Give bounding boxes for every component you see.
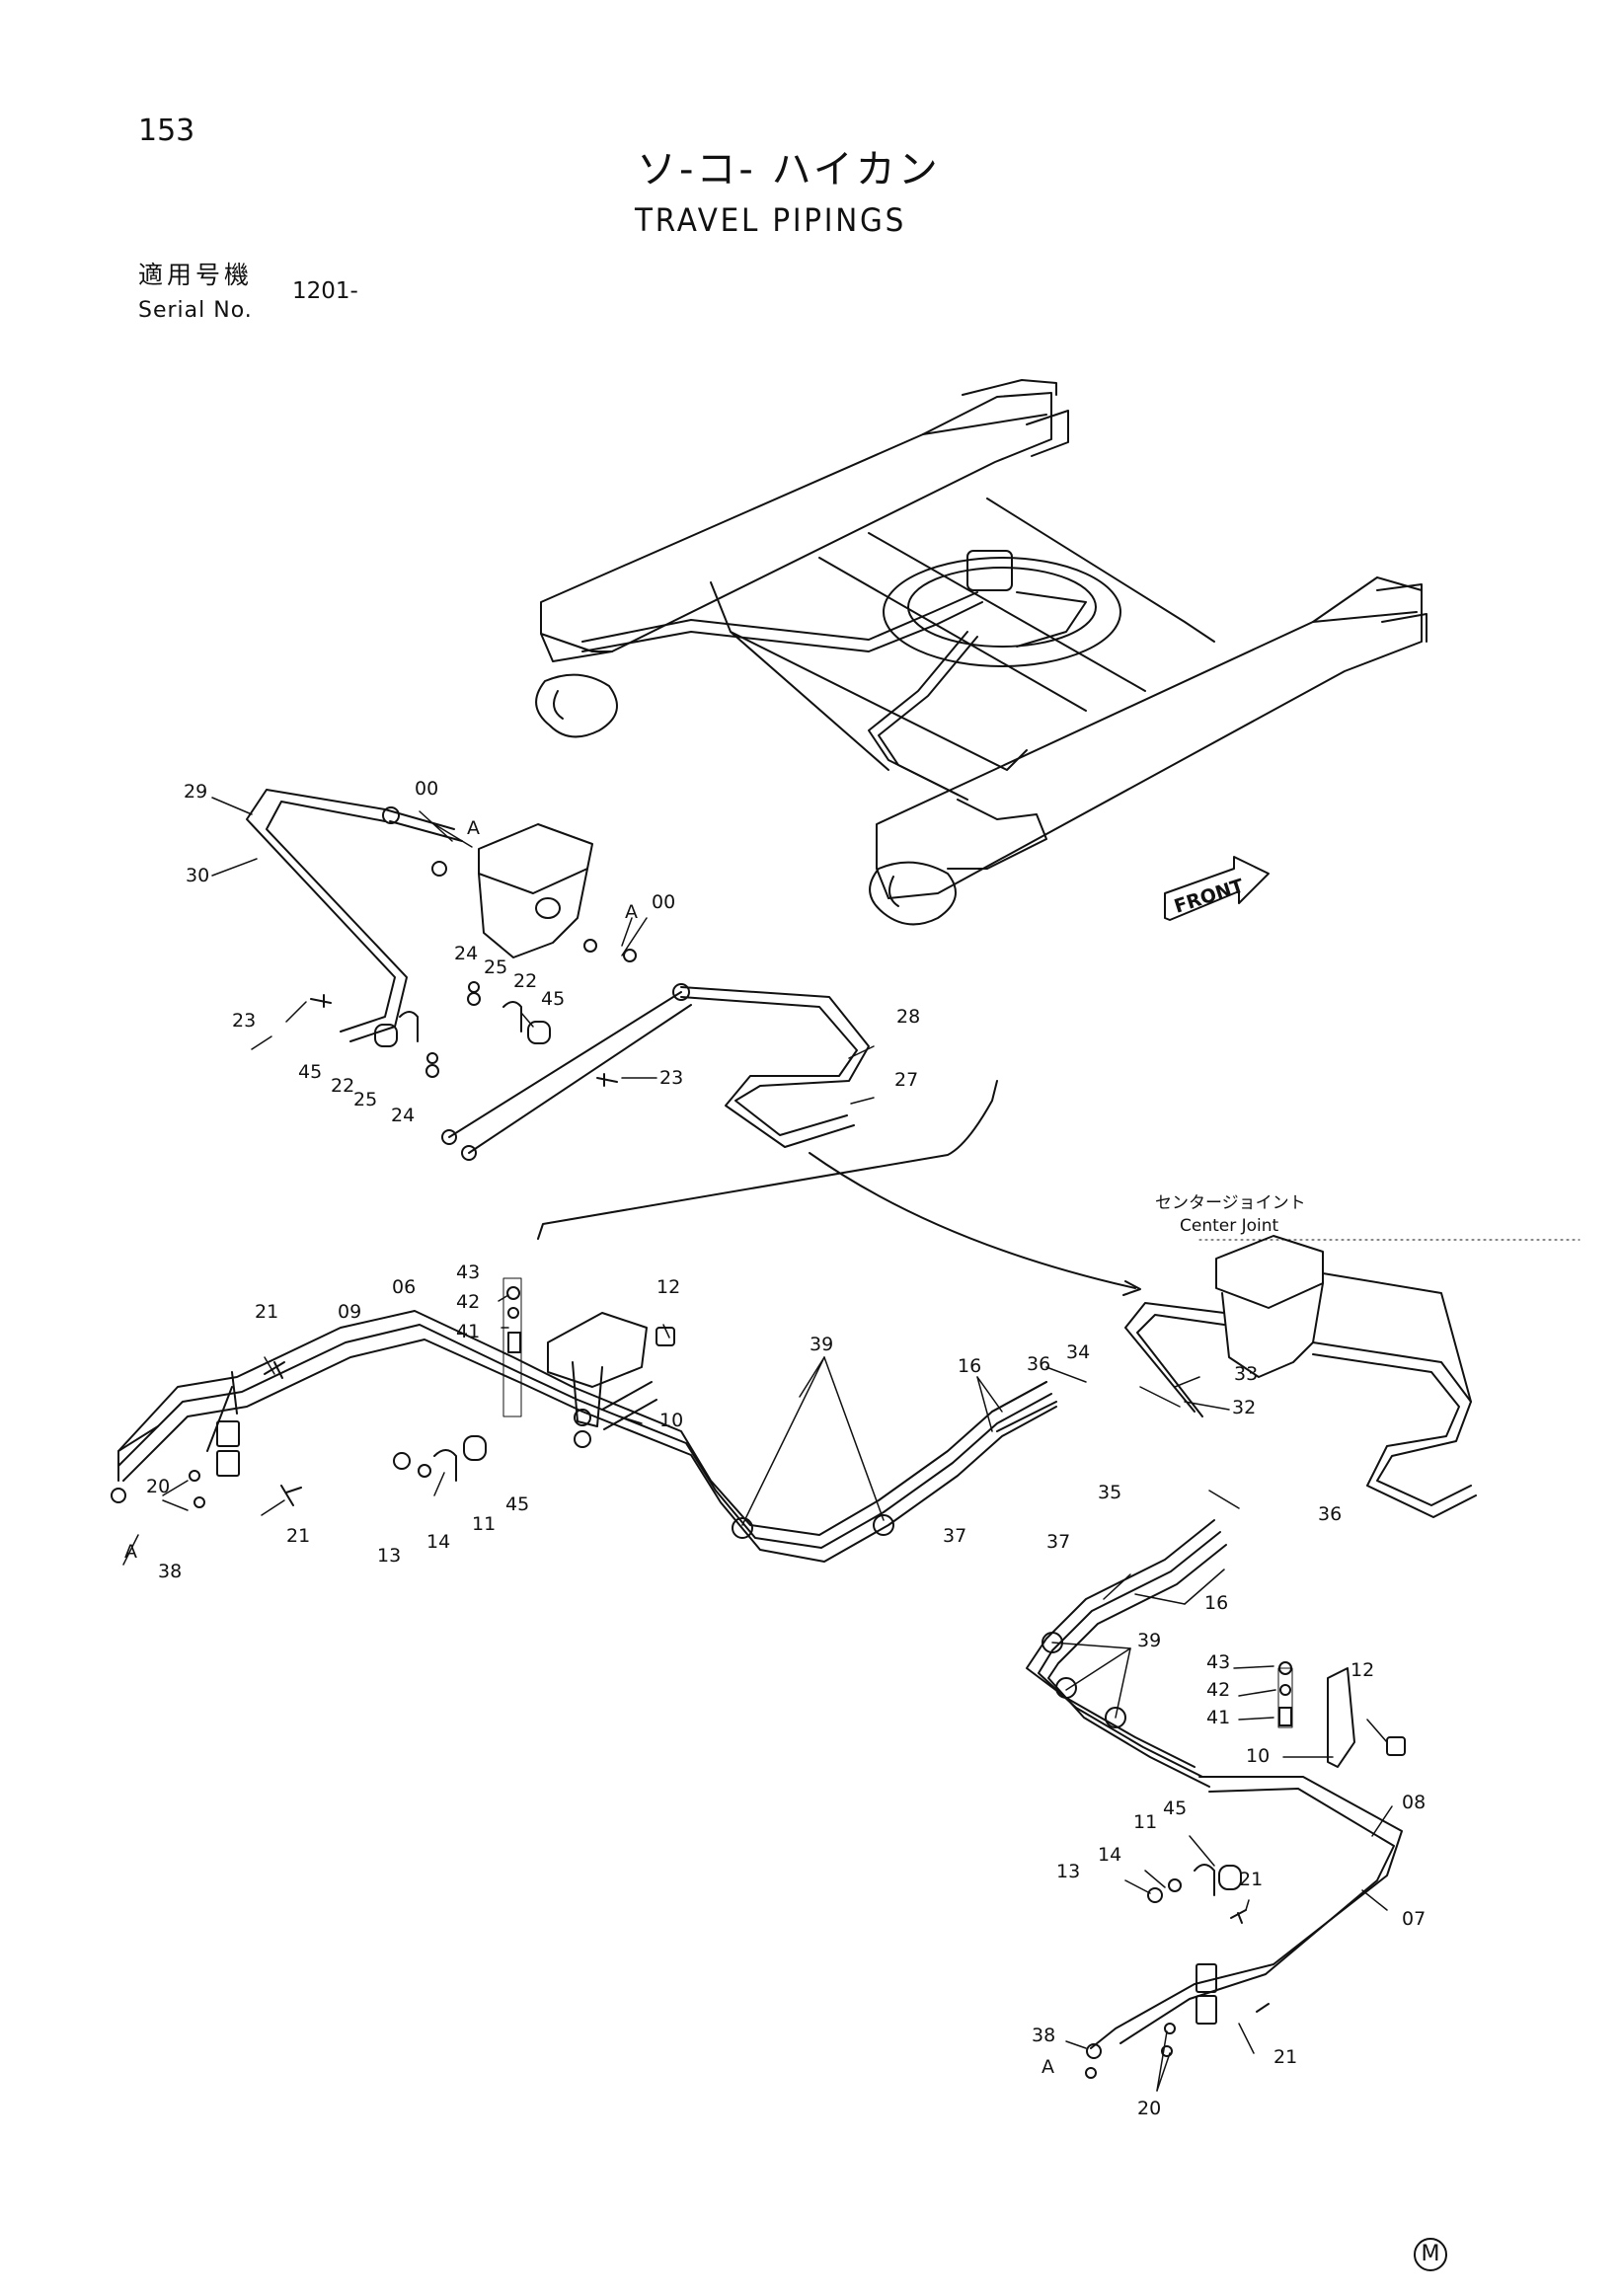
center-joint-label-english: Center Joint — [1180, 1216, 1279, 1236]
callout-label: 38 — [1032, 2025, 1055, 2046]
callout-labels: 29 30 00 A 00 A 24 25 22 45 23 45 22 25 … — [124, 778, 1426, 2119]
callout-label: 45 — [298, 1061, 322, 1083]
callout-label: 13 — [377, 1545, 401, 1567]
callout-label: 36 — [1318, 1503, 1342, 1525]
callout-label: 06 — [392, 1276, 416, 1298]
callout-label: 20 — [146, 1476, 170, 1497]
callout-label: 09 — [338, 1301, 361, 1323]
callout-label: 11 — [472, 1513, 496, 1535]
callout-label: 43 — [456, 1262, 480, 1283]
callout-label: 21 — [1273, 2046, 1297, 2068]
callout-label: 14 — [1098, 1844, 1121, 1866]
callout-label: 42 — [456, 1291, 480, 1313]
callout-label: 07 — [1402, 1908, 1426, 1930]
callout-label: A — [124, 1541, 137, 1563]
callout-label: 16 — [958, 1355, 981, 1377]
callout-label: 27 — [894, 1069, 918, 1091]
callout-label: 23 — [232, 1010, 256, 1032]
title-english: TRAVEL PIPINGS — [635, 201, 907, 239]
hose-bundle-right — [1026, 1519, 1403, 2079]
front-arrow-label: FRONT — [1172, 875, 1247, 917]
callout-label: 30 — [186, 865, 209, 886]
callout-label: 13 — [1056, 1861, 1080, 1882]
front-arrow-icon — [1164, 856, 1270, 921]
center-joint-assembly-upper — [478, 823, 593, 958]
callout-label: 43 — [1206, 1651, 1230, 1673]
callout-label: 22 — [513, 970, 537, 992]
hose-bundle-left — [111, 1310, 1057, 1563]
callout-label: 42 — [1206, 1679, 1230, 1701]
maker-mark-icon: M — [1414, 2238, 1447, 2271]
callout-label: 32 — [1232, 1397, 1256, 1418]
center-joint-label-japanese: センタージョイント — [1155, 1193, 1306, 1213]
callout-label: 25 — [484, 957, 507, 978]
callout-label: 21 — [1239, 1869, 1263, 1890]
callout-label: 37 — [943, 1525, 966, 1547]
callout-label: 39 — [810, 1334, 833, 1355]
page-number: 153 — [138, 114, 195, 148]
callout-label: 35 — [1098, 1482, 1121, 1503]
callout-label: 45 — [505, 1493, 529, 1515]
callout-label: 12 — [656, 1276, 680, 1298]
callout-label: 39 — [1137, 1630, 1161, 1651]
callout-label: 21 — [286, 1525, 310, 1547]
serial-value: 1201- — [292, 278, 358, 304]
callout-label: 25 — [353, 1089, 377, 1110]
callout-label: 41 — [1206, 1707, 1230, 1728]
callout-label: 24 — [454, 943, 478, 964]
undercarriage-frame — [535, 379, 1427, 926]
callout-label: 37 — [1046, 1531, 1070, 1553]
title-japanese: ソ-コ- ハイカン — [637, 147, 941, 192]
bracket-right — [1277, 1661, 1406, 1768]
callout-label: A — [467, 817, 480, 839]
clamp-parts-upper — [310, 939, 637, 1087]
center-joint-lower — [1124, 1235, 1477, 1518]
serial-label-english: Serial No. — [138, 298, 253, 323]
callout-label: 11 — [1133, 1811, 1157, 1833]
pipe-27-28 — [441, 983, 870, 1161]
center-joint-arrow — [809, 1152, 1136, 1289]
callout-label: 00 — [652, 891, 675, 913]
callout-label: 10 — [1246, 1745, 1270, 1767]
pipe-29-30 — [246, 789, 463, 1042]
callout-label: 23 — [659, 1067, 683, 1089]
leader-lines — [122, 797, 1393, 2092]
callout-label: 10 — [659, 1410, 683, 1431]
clamp-parts-right — [1147, 1864, 1270, 2013]
callout-label: A — [1041, 2056, 1054, 2078]
callout-label: 28 — [896, 1006, 920, 1028]
callout-label: 41 — [456, 1321, 480, 1342]
callout-label: 29 — [184, 781, 207, 803]
callout-label: 24 — [391, 1105, 415, 1126]
view-bracket — [537, 1080, 998, 1240]
callout-label: 33 — [1234, 1363, 1258, 1385]
callout-label: 14 — [426, 1531, 450, 1553]
callout-label: 45 — [1163, 1798, 1187, 1819]
callout-label: 45 — [541, 988, 565, 1010]
serial-label-japanese: 適用号機 — [138, 261, 254, 289]
callout-label: 36 — [1027, 1353, 1050, 1375]
callout-label: 08 — [1402, 1792, 1426, 1813]
callout-label: 12 — [1350, 1659, 1374, 1681]
callout-label: 38 — [158, 1561, 182, 1582]
callout-label: 34 — [1066, 1341, 1090, 1363]
callout-label: 00 — [415, 778, 438, 800]
callout-label: 21 — [255, 1301, 278, 1323]
callout-label: 22 — [331, 1075, 354, 1097]
callout-label: 16 — [1204, 1592, 1228, 1614]
callout-label: 20 — [1137, 2098, 1161, 2119]
callout-label: A — [625, 901, 638, 923]
clamp-parts-left — [393, 1435, 487, 1482]
